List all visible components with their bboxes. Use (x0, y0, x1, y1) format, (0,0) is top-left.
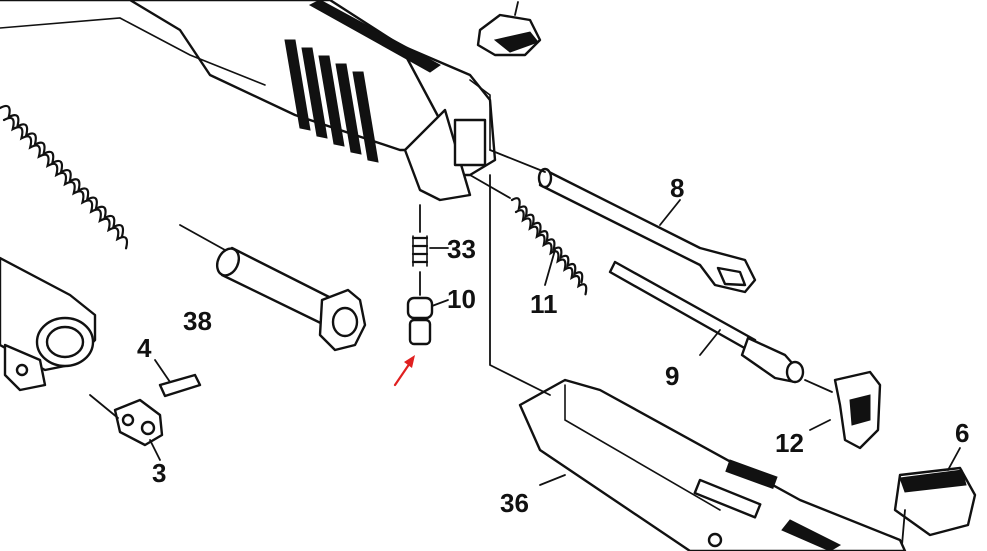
callout-12: 12 (775, 428, 804, 458)
firing-pin-part (608, 260, 805, 384)
callout-labels: 8 33 10 11 38 4 9 12 6 3 36 (137, 173, 969, 518)
slide-serrations (284, 39, 379, 163)
plunger-spring-part (411, 204, 449, 267)
highlight-arrow-icon (393, 355, 415, 387)
callout-6: 6 (955, 418, 969, 448)
link-pin-part (154, 359, 202, 398)
link-part (89, 394, 164, 461)
callout-11: 11 (530, 289, 558, 319)
firing-pin-spring-part (469, 174, 588, 296)
ejector-part (893, 447, 977, 546)
plunger-part (406, 271, 449, 346)
extractor-part (489, 149, 757, 294)
slide-part (0, 0, 497, 202)
callout-36: 36 (500, 488, 529, 518)
recoil-spring-part (0, 104, 226, 251)
frame-part (489, 174, 907, 551)
callout-8: 8 (670, 173, 684, 203)
callout-3: 3 (152, 458, 166, 488)
firing-pin-stop-part (804, 370, 882, 450)
callout-10: 10 (447, 284, 476, 314)
callout-9: 9 (665, 361, 679, 391)
guide-rod-part (215, 246, 367, 352)
barrel-part (0, 256, 97, 392)
rear-sight-part (476, 1, 542, 57)
callout-4: 4 (137, 333, 152, 363)
callout-38: 38 (183, 306, 212, 336)
callout-33: 33 (447, 234, 476, 264)
